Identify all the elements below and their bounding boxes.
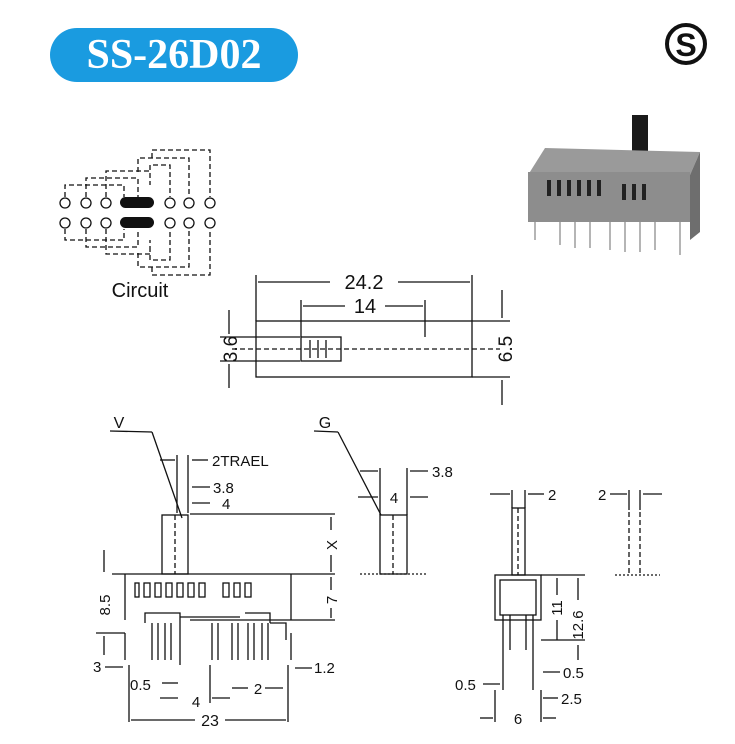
circuit-label: Circuit [112, 280, 169, 302]
svg-text:3.6: 3.6 [221, 336, 242, 362]
svg-text:4: 4 [192, 694, 200, 711]
svg-text:24.2: 24.2 [345, 272, 384, 294]
svg-text:14: 14 [354, 296, 376, 318]
svg-text:X: X [324, 540, 341, 550]
svg-text:V: V [114, 415, 125, 432]
svg-text:2.5: 2.5 [561, 691, 582, 708]
svg-text:6: 6 [514, 711, 522, 728]
svg-text:2TRAEL: 2TRAEL [212, 453, 269, 470]
front-view: V 2TRAEL 3.8 4 X 7 8.5 3 0.5 4 2 1.2 23 [93, 415, 341, 730]
product-photo [528, 115, 700, 255]
model-title-badge: SS-26D02 [50, 28, 298, 82]
svg-text:3.8: 3.8 [432, 464, 453, 481]
svg-text:2: 2 [254, 681, 262, 698]
alt-lever-view: 2 [598, 487, 662, 576]
side-view: 2 11 12.6 0.5 0.5 2.5 6 [455, 487, 587, 728]
svg-text:4: 4 [390, 490, 398, 507]
svg-text:7: 7 [324, 596, 341, 604]
svg-text:0.5: 0.5 [563, 665, 584, 682]
svg-text:23: 23 [201, 713, 219, 730]
svg-text:S: S [675, 27, 696, 63]
svg-text:3.8: 3.8 [213, 480, 234, 497]
circuit-diagram: Circuit [59, 149, 216, 302]
svg-text:1.2: 1.2 [314, 660, 335, 677]
svg-text:11: 11 [549, 600, 566, 616]
brand-logo-icon: S [665, 23, 707, 65]
g-lever-view: G 3.8 4 [313, 415, 453, 575]
svg-text:6.5: 6.5 [496, 336, 517, 362]
svg-text:2: 2 [548, 487, 556, 504]
svg-text:0.5: 0.5 [455, 677, 476, 694]
svg-text:G: G [319, 415, 331, 432]
svg-text:4: 4 [222, 496, 230, 513]
svg-text:2: 2 [598, 487, 606, 504]
svg-text:8.5: 8.5 [97, 595, 114, 616]
svg-text:3: 3 [93, 659, 101, 676]
svg-text:0.5: 0.5 [130, 677, 151, 694]
svg-text:12.6: 12.6 [570, 610, 587, 639]
top-view: 24.2 14 3.6 6.5 [220, 272, 517, 405]
